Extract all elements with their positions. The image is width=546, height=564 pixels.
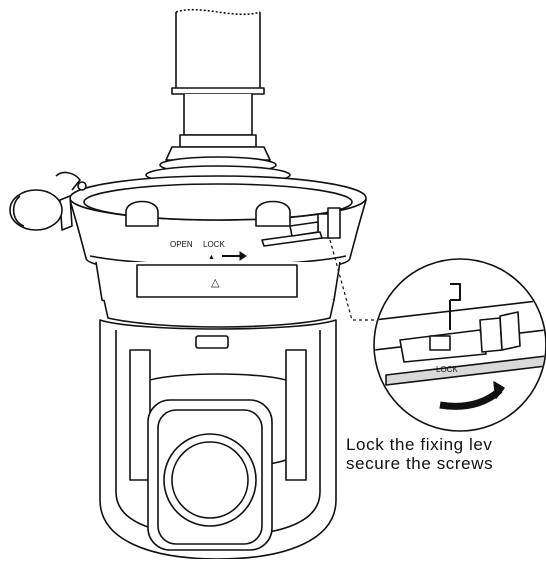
- tension-knob: [9, 171, 87, 231]
- camera-lens: [147, 399, 273, 551]
- lock-marker: ▲: [208, 254, 215, 261]
- brand-badge: [195, 335, 229, 349]
- mounting-pole: [145, 8, 291, 185]
- front-triangle-mark: △: [211, 277, 220, 289]
- detail-lock-label: LOCK: [436, 365, 458, 374]
- fixing-lever: [261, 207, 341, 247]
- front-label-plate: [136, 264, 298, 298]
- arrow-right-icon: [222, 251, 247, 261]
- lock-label: LOCK: [203, 240, 225, 249]
- caption-line-2: secure the screws: [346, 454, 494, 473]
- open-label: OPEN: [170, 240, 193, 249]
- caption-line-1: Lock the fixing lev: [346, 435, 493, 454]
- mounting-ring: [69, 175, 367, 328]
- detail-magnifier: [373, 258, 546, 432]
